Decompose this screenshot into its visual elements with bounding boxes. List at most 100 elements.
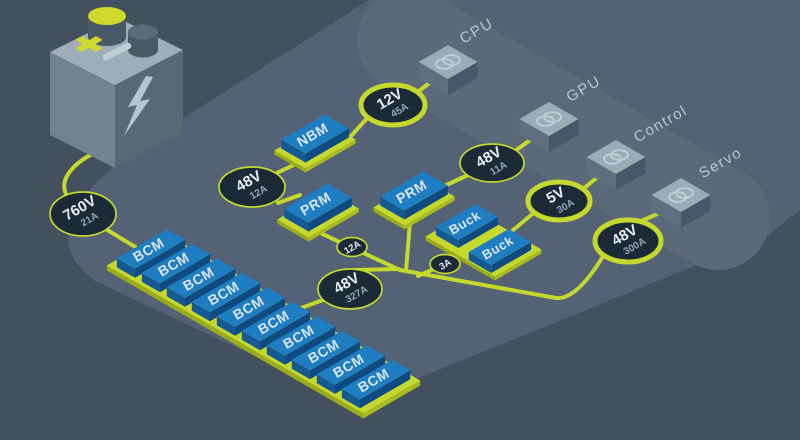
bcm-module-5-left-face	[216, 316, 235, 336]
bcm-array-base-plate-left-face	[106, 265, 364, 419]
node-3a-branch-circle	[429, 253, 461, 275]
load-cube-gpu-left-face	[519, 119, 549, 152]
bcm-module-9-front-face	[335, 355, 386, 394]
bcm-module-8-top-face	[291, 330, 361, 371]
bcm-module-1-top-face	[116, 229, 186, 269]
wire-bus-to-prm2	[404, 220, 412, 273]
bcm-module-6-front-face	[260, 312, 311, 351]
nbm-module-top-face	[281, 114, 349, 154]
bcm-module-2: BCM	[141, 243, 211, 293]
bcm-module-2-left-face	[141, 272, 160, 293]
node-48v-12a-circle	[218, 166, 286, 208]
node-5v-30a-circle	[525, 179, 593, 223]
node-760v-21a-circle	[49, 191, 117, 237]
bcm-module-8-front-face	[310, 341, 361, 380]
load-cube-cpu-left-face	[418, 62, 448, 95]
battery-right-face	[115, 50, 183, 168]
nbm-module-base-plate-front-face	[305, 139, 356, 173]
load-cube-control-front-face	[616, 157, 646, 190]
nbm-module-base-plate-left-face	[274, 150, 306, 173]
bcm-module-5-front-face	[235, 297, 286, 336]
prm-module-2-left-face	[380, 196, 405, 220]
plus-icon-bar	[75, 36, 103, 52]
bcm-module-1-left-face	[116, 258, 135, 278]
wire-main-48v-bus	[314, 229, 604, 301]
bcm-module-2-front-face	[160, 254, 211, 293]
wire-760v-to-bcm-array	[102, 226, 144, 253]
load-cube-cpu-front-face	[448, 62, 478, 95]
buck-module-2-front-face	[491, 242, 532, 273]
buck-module-1-front-face	[458, 217, 499, 248]
node-5v-30a-value: 5V	[544, 183, 568, 207]
bcm-module-6-left-face	[241, 330, 260, 351]
cpu-rings-icon	[435, 54, 461, 70]
bcm-module-5-top-face	[216, 287, 286, 327]
buck-base-plate-front-face	[494, 249, 542, 281]
battery-left-face	[50, 52, 115, 168]
plus-icon	[75, 36, 103, 52]
node-48v-327a-circle	[317, 268, 383, 310]
load-cube-servo-left-face	[651, 195, 681, 228]
bcm-module-3-left-face	[166, 287, 185, 307]
prm-module-1-front-face	[308, 197, 352, 232]
prm-module-2-top-face	[380, 171, 448, 211]
wire-buck-to-5v	[510, 209, 538, 233]
prm-module-1-base-plate-left-face	[277, 219, 309, 242]
buck-module-1-top-face	[435, 204, 499, 240]
bcm-module-10-front-face	[360, 370, 411, 409]
bcm-module-4-front-face	[210, 283, 261, 322]
prm-module-1-left-face	[284, 208, 309, 232]
bcm-module-2-top-face	[141, 243, 211, 284]
control-rings-icon	[603, 149, 629, 165]
bcm-module-6-top-face	[241, 301, 311, 342]
battery-terminal-negative-top	[128, 24, 158, 40]
load-cube-cpu-top-face	[418, 45, 478, 79]
buck-module-2-top-face	[468, 229, 532, 265]
nbm-module-left-face	[281, 139, 306, 163]
rail-nodes: 760V21A48V12A48V327A12A3A12V45A48V11A5V3…	[49, 82, 664, 310]
lightning-bolt-icon	[124, 76, 153, 136]
bcm-module-4-left-face	[191, 301, 210, 322]
node-48v-300a-circle	[592, 217, 664, 265]
node-3a-branch-label: 3A	[437, 257, 453, 273]
buck-module-1-left-face	[435, 227, 459, 248]
load-cube-servo-front-face	[681, 195, 711, 228]
gpu-rings-icon	[536, 111, 562, 127]
load-cube-gpu-top-face	[519, 102, 579, 136]
load-cube-gpu-front-face	[549, 119, 579, 152]
bcm-module-3: BCM	[166, 258, 236, 307]
bcm-module-4-top-face	[191, 272, 261, 313]
prm-module-1-base-plate-front-face	[308, 208, 359, 242]
servo-rings-icon	[668, 187, 694, 203]
bcm-module-10-left-face	[341, 388, 360, 409]
node-12a-branch-circle	[336, 236, 368, 258]
buck-base-plate-left-face	[425, 236, 495, 281]
prm-module-1-top-face	[284, 183, 352, 223]
bcm-module-3-front-face	[185, 268, 236, 307]
load-cube-servo-top-face	[651, 178, 711, 212]
node-48v-11a-circle	[459, 143, 525, 183]
bcm-module-3-top-face	[166, 258, 236, 298]
nbm-module: NBM	[274, 114, 356, 173]
bcm-module-7-top-face	[266, 316, 336, 356]
buck-module-2-left-face	[468, 252, 492, 273]
bcm-module-1-front-face	[135, 239, 186, 278]
prm-module-2-base-plate-left-face	[373, 207, 405, 230]
nbm-module-front-face	[305, 128, 349, 163]
load-cube-control-left-face	[586, 157, 616, 190]
battery-terminal-positive-top	[88, 7, 126, 25]
bcm-module-10-top-face	[341, 359, 411, 400]
load-cube-control-top-face	[586, 140, 646, 174]
prm-module-2-front-face	[404, 185, 448, 220]
bcm-module-9: BCM	[316, 345, 386, 394]
